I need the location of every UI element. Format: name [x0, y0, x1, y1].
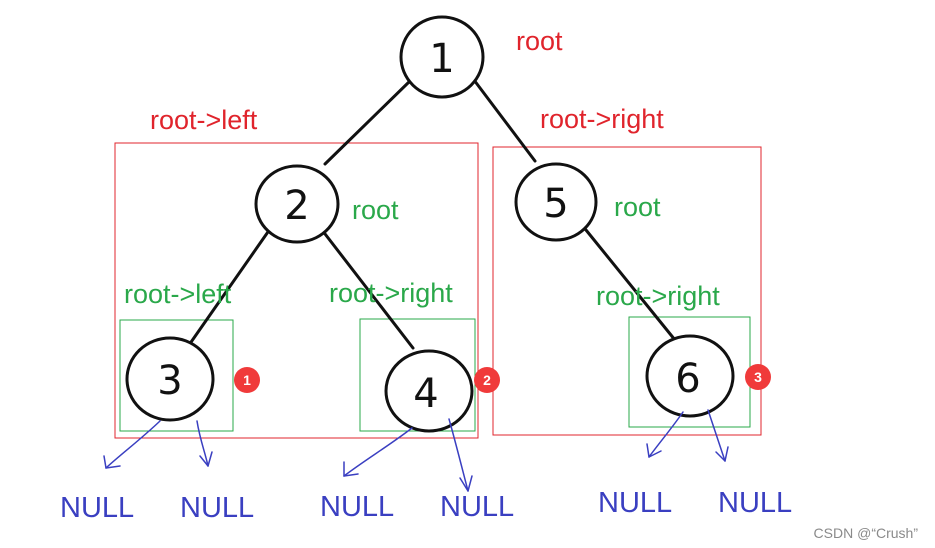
- node-5-value: 5: [543, 181, 568, 227]
- left-subtree-box: [114, 142, 479, 439]
- label-root-node-5: root: [614, 192, 661, 222]
- edge-1-5: [472, 78, 537, 163]
- edge-5-6: [584, 228, 677, 342]
- label-root-right: root->right: [540, 104, 664, 134]
- node-1-value: 1: [429, 36, 454, 82]
- badge-1-number: 1: [243, 372, 251, 388]
- watermark: CSDN @“Crush”: [814, 525, 919, 541]
- null-3-left: NULL: [60, 492, 134, 524]
- node-6-value: 6: [675, 356, 700, 402]
- node-4-value: 4: [413, 371, 438, 417]
- label-left-of-2: root->left: [124, 279, 232, 309]
- arrow-6-right: [707, 409, 729, 462]
- leaf-box-3: [119, 319, 234, 432]
- node-5-circle: [514, 162, 598, 242]
- right-subtree-box: [492, 146, 762, 436]
- badge-2-number: 2: [483, 372, 491, 388]
- node-2-circle: [254, 164, 340, 244]
- node-3-circle: [125, 336, 215, 422]
- label-root-node-2: root: [352, 195, 399, 225]
- node-3-value: 3: [157, 358, 182, 404]
- label-right-of-2: root->right: [329, 278, 453, 308]
- badge-1: [234, 367, 260, 393]
- arrow-6-left: [646, 411, 684, 458]
- null-4-left: NULL: [320, 491, 394, 523]
- label-right-of-5: root->right: [596, 281, 720, 311]
- arrow-3-left: [103, 420, 161, 469]
- node-4-circle: [384, 349, 474, 433]
- node-2-value: 2: [284, 183, 309, 229]
- arrow-3-right: [196, 420, 213, 467]
- node-6-circle: [645, 334, 735, 418]
- badge-2: [474, 367, 500, 393]
- label-root-top: root: [516, 26, 563, 56]
- null-3-right: NULL: [180, 492, 254, 524]
- null-6-left: NULL: [598, 487, 672, 519]
- arrow-4-left: [343, 427, 413, 477]
- edge-2-3: [187, 227, 272, 347]
- node-1-circle: [399, 15, 485, 99]
- label-root-left: root->left: [150, 105, 258, 135]
- edge-1-2: [323, 78, 413, 166]
- null-4-right: NULL: [440, 491, 514, 523]
- null-6-right: NULL: [718, 487, 792, 519]
- badge-3-number: 3: [754, 369, 762, 385]
- badge-3: [745, 364, 771, 390]
- edge-2-4: [320, 228, 415, 350]
- arrow-4-right: [448, 418, 473, 492]
